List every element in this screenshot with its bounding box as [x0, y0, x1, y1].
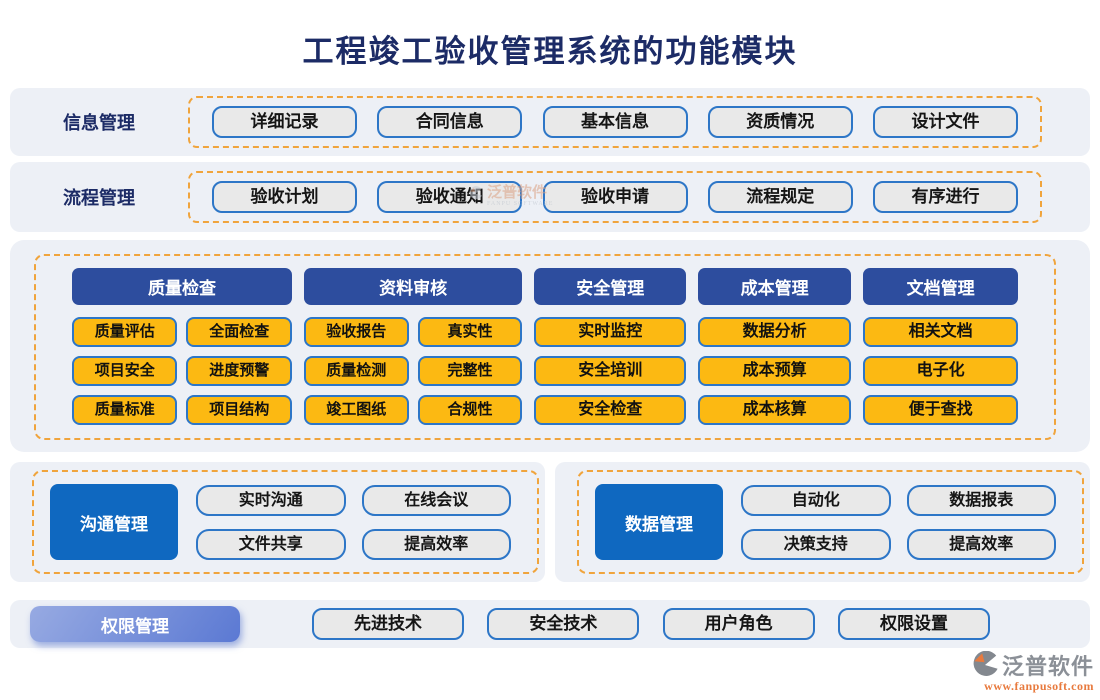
communication-chip[interactable]: 提高效率 [361, 528, 511, 560]
column-header: 质量检查 [72, 268, 292, 305]
info-chip[interactable]: 资质情况 [707, 106, 853, 138]
column-header: 成本管理 [698, 268, 852, 305]
matrix-chip[interactable]: 质量标准 [72, 395, 178, 425]
communication-management-label: 沟通管理 [50, 484, 178, 560]
column-safety-management: 安全管理 实时监控 安全培训 安全检查 [534, 268, 687, 434]
info-chip[interactable]: 基本信息 [542, 106, 688, 138]
brand-url: www.fanpusoft.com [984, 679, 1094, 693]
column-header: 安全管理 [534, 268, 687, 305]
permission-band: 权限管理 先进技术 安全技术 用户角色 权限设置 [10, 600, 1090, 648]
matrix-chip[interactable]: 全面检查 [186, 317, 292, 347]
data-group: 数据管理 自动化 数据报表 决策支持 提高效率 [577, 470, 1084, 574]
process-chip[interactable]: 验收计划 [212, 181, 357, 213]
data-management-label: 数据管理 [595, 484, 723, 560]
matrix-chip[interactable]: 竣工图纸 [303, 395, 409, 425]
matrix-chip[interactable]: 实时监控 [534, 317, 687, 347]
permission-management-pill[interactable]: 权限管理 [30, 606, 240, 642]
column-quality-check: 质量检查 质量评估 全面检查 项目安全 进度预警 质量标准 项目结构 [72, 268, 292, 434]
info-chip[interactable]: 详细记录 [212, 106, 357, 138]
data-panel: 数据管理 自动化 数据报表 决策支持 提高效率 [555, 462, 1090, 582]
communication-group: 沟通管理 实时沟通 在线会议 文件共享 提高效率 [32, 470, 539, 574]
matrix-chip[interactable]: 相关文档 [863, 317, 1018, 347]
permission-chip[interactable]: 先进技术 [312, 608, 464, 640]
process-chip[interactable]: 有序进行 [873, 181, 1018, 213]
matrix-chip[interactable]: 真实性 [417, 317, 523, 347]
permission-chip[interactable]: 用户角色 [662, 608, 815, 640]
matrix-chip[interactable]: 安全检查 [534, 395, 687, 425]
matrix-chip[interactable]: 便于查找 [863, 395, 1018, 425]
matrix-chip[interactable]: 成本核算 [698, 395, 852, 425]
permission-chip[interactable]: 权限设置 [837, 608, 990, 640]
matrix-chip[interactable]: 项目结构 [186, 395, 292, 425]
column-header: 文档管理 [863, 268, 1018, 305]
info-management-group: 详细记录 合同信息 基本信息 资质情况 设计文件 [188, 96, 1042, 148]
process-management-label: 流程管理 [63, 188, 135, 208]
process-management-group: 验收计划 验收通知 验收申请 流程规定 有序进行 [188, 171, 1042, 223]
process-chip[interactable]: 验收申请 [542, 181, 688, 213]
data-chip[interactable]: 数据报表 [906, 484, 1056, 516]
brand-logo: 泛普软件 www.fanpusoft.com [971, 649, 1094, 694]
permission-chip[interactable]: 安全技术 [487, 608, 640, 640]
data-chip[interactable]: 提高效率 [906, 528, 1056, 560]
column-cost-management: 成本管理 数据分析 成本预算 成本核算 [698, 268, 852, 434]
matrix-chip[interactable]: 质量检测 [303, 356, 409, 386]
communication-panel: 沟通管理 实时沟通 在线会议 文件共享 提高效率 [10, 462, 545, 582]
matrix-chip[interactable]: 完整性 [417, 356, 523, 386]
info-management-label: 信息管理 [63, 113, 135, 133]
module-matrix: 质量检查 质量评估 全面检查 项目安全 进度预警 质量标准 项目结构 资料审核 … [10, 240, 1090, 452]
module-matrix-group: 质量检查 质量评估 全面检查 项目安全 进度预警 质量标准 项目结构 资料审核 … [34, 254, 1056, 440]
communication-chip[interactable]: 文件共享 [196, 528, 346, 560]
communication-chip[interactable]: 实时沟通 [196, 484, 346, 516]
matrix-chip[interactable]: 进度预警 [186, 356, 292, 386]
matrix-chip[interactable]: 电子化 [863, 356, 1018, 386]
communication-chip[interactable]: 在线会议 [361, 484, 511, 516]
matrix-chip[interactable]: 成本预算 [698, 356, 852, 386]
info-chip[interactable]: 设计文件 [873, 106, 1018, 138]
matrix-chip[interactable]: 安全培训 [534, 356, 687, 386]
info-management-band: 信息管理 详细记录 合同信息 基本信息 资质情况 设计文件 [10, 88, 1090, 156]
matrix-chip[interactable]: 项目安全 [72, 356, 178, 386]
column-header: 资料审核 [303, 268, 523, 305]
info-chip[interactable]: 合同信息 [377, 106, 523, 138]
process-chip[interactable]: 流程规定 [707, 181, 853, 213]
data-chip[interactable]: 决策支持 [741, 528, 891, 560]
matrix-chip[interactable]: 验收报告 [303, 317, 409, 347]
column-material-review: 资料审核 验收报告 真实性 质量检测 完整性 竣工图纸 合规性 [303, 268, 523, 434]
matrix-chip[interactable]: 合规性 [417, 395, 523, 425]
brand-name: 泛普软件 [1001, 654, 1094, 679]
process-chip[interactable]: 验收通知 [377, 181, 523, 213]
matrix-chip[interactable]: 质量评估 [72, 317, 178, 347]
page-title: 工程竣工验收管理系统的功能模块 [302, 34, 798, 69]
fanpu-logo-icon [973, 651, 998, 676]
data-chip[interactable]: 自动化 [741, 484, 891, 516]
process-management-band: 流程管理 验收计划 验收通知 验收申请 流程规定 有序进行 [10, 162, 1090, 232]
column-document-management: 文档管理 相关文档 电子化 便于查找 [863, 268, 1018, 434]
matrix-chip[interactable]: 数据分析 [698, 317, 852, 347]
